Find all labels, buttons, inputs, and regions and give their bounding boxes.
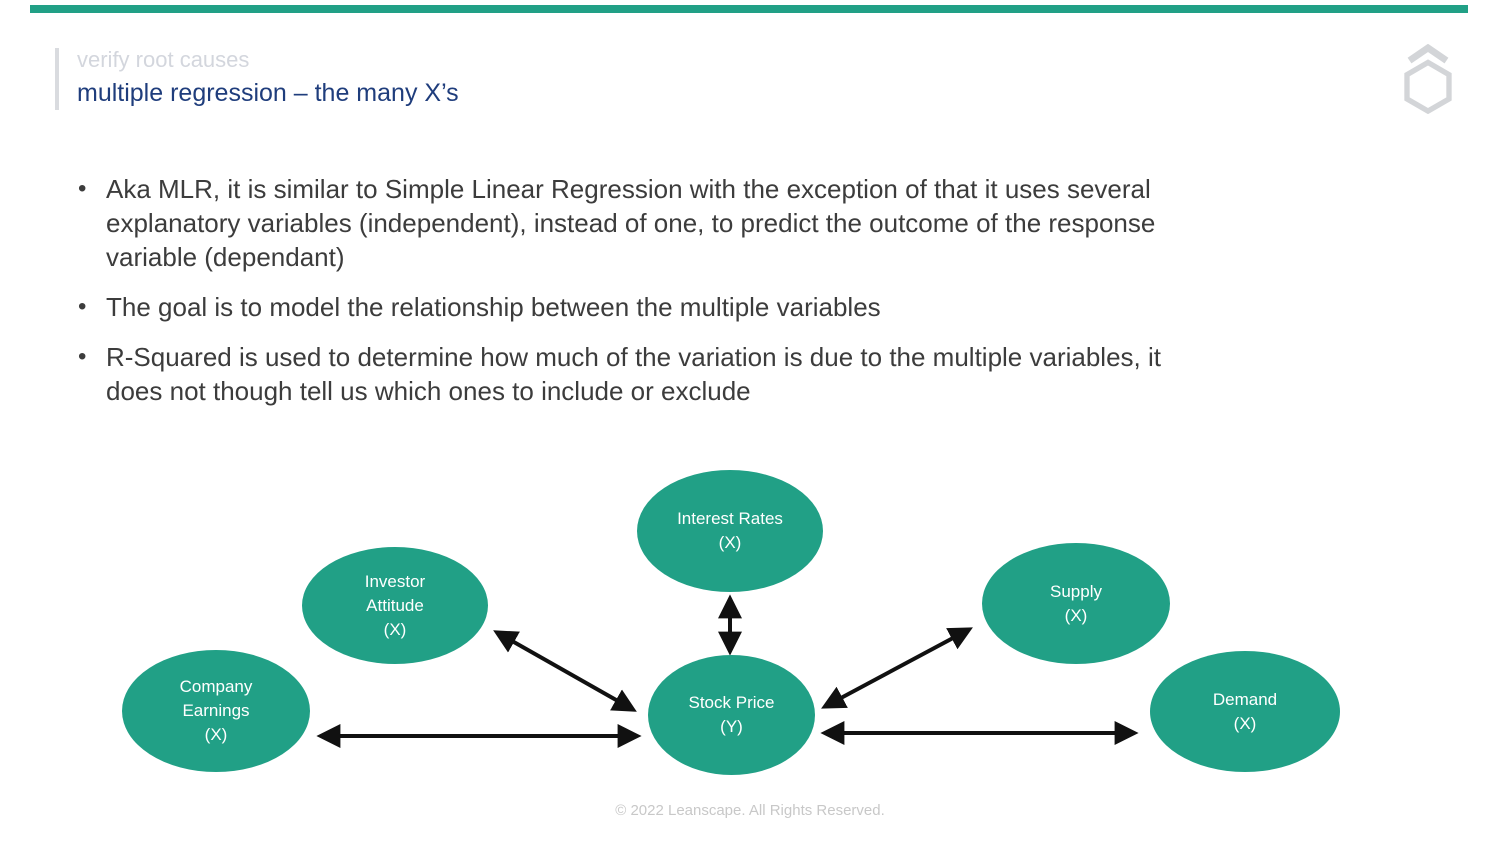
page-title: multiple regression – the many X’s xyxy=(77,79,459,107)
arrow-supply-stock xyxy=(821,627,973,709)
node-supply: Supply (X) xyxy=(982,543,1170,664)
bullet-marker: • xyxy=(78,293,87,320)
bullet-text: R-Squared is used to determine how much … xyxy=(106,342,1161,406)
bullet-marker: • xyxy=(78,343,87,370)
bullet-marker: • xyxy=(78,175,87,202)
node-investor-attitude: Investor Attitude (X) xyxy=(302,547,488,664)
slide-kicker: verify root causes xyxy=(77,47,250,72)
node-interest-rates: Interest Rates (X) xyxy=(637,470,823,592)
node-label: Stock Price (Y) xyxy=(688,693,775,736)
bullet-item: • Aka MLR, it is similar to Simple Linea… xyxy=(78,172,1438,274)
top-accent-bar xyxy=(30,5,1468,13)
bullet-text: Aka MLR, it is similar to Simple Linear … xyxy=(106,174,1156,272)
bullet-list: • Aka MLR, it is similar to Simple Linea… xyxy=(78,172,1438,424)
node-demand: Demand (X) xyxy=(1150,651,1340,772)
node-label: Company Earnings (X) xyxy=(179,677,253,744)
bullet-item: • The goal is to model the relationship … xyxy=(78,290,1438,324)
node-label: Supply (X) xyxy=(1050,581,1102,625)
node-label: Demand (X) xyxy=(1212,689,1278,733)
node-label: Investor Attitude (X) xyxy=(364,571,426,639)
bullet-text: The goal is to model the relationship be… xyxy=(106,292,881,322)
footer-copyright: © 2022 Leanscape. All Rights Reserved. xyxy=(615,802,885,819)
arrow-investor-stock xyxy=(493,630,637,712)
hexagon-logo-icon xyxy=(1404,44,1452,114)
header-vertical-rule xyxy=(55,48,59,110)
node-stock-price: Stock Price (Y) xyxy=(648,655,815,775)
node-company-earnings: Company Earnings (X) xyxy=(122,650,310,772)
bullet-item: • R-Squared is used to determine how muc… xyxy=(78,340,1438,408)
node-label: Interest Rates (X) xyxy=(677,509,783,552)
